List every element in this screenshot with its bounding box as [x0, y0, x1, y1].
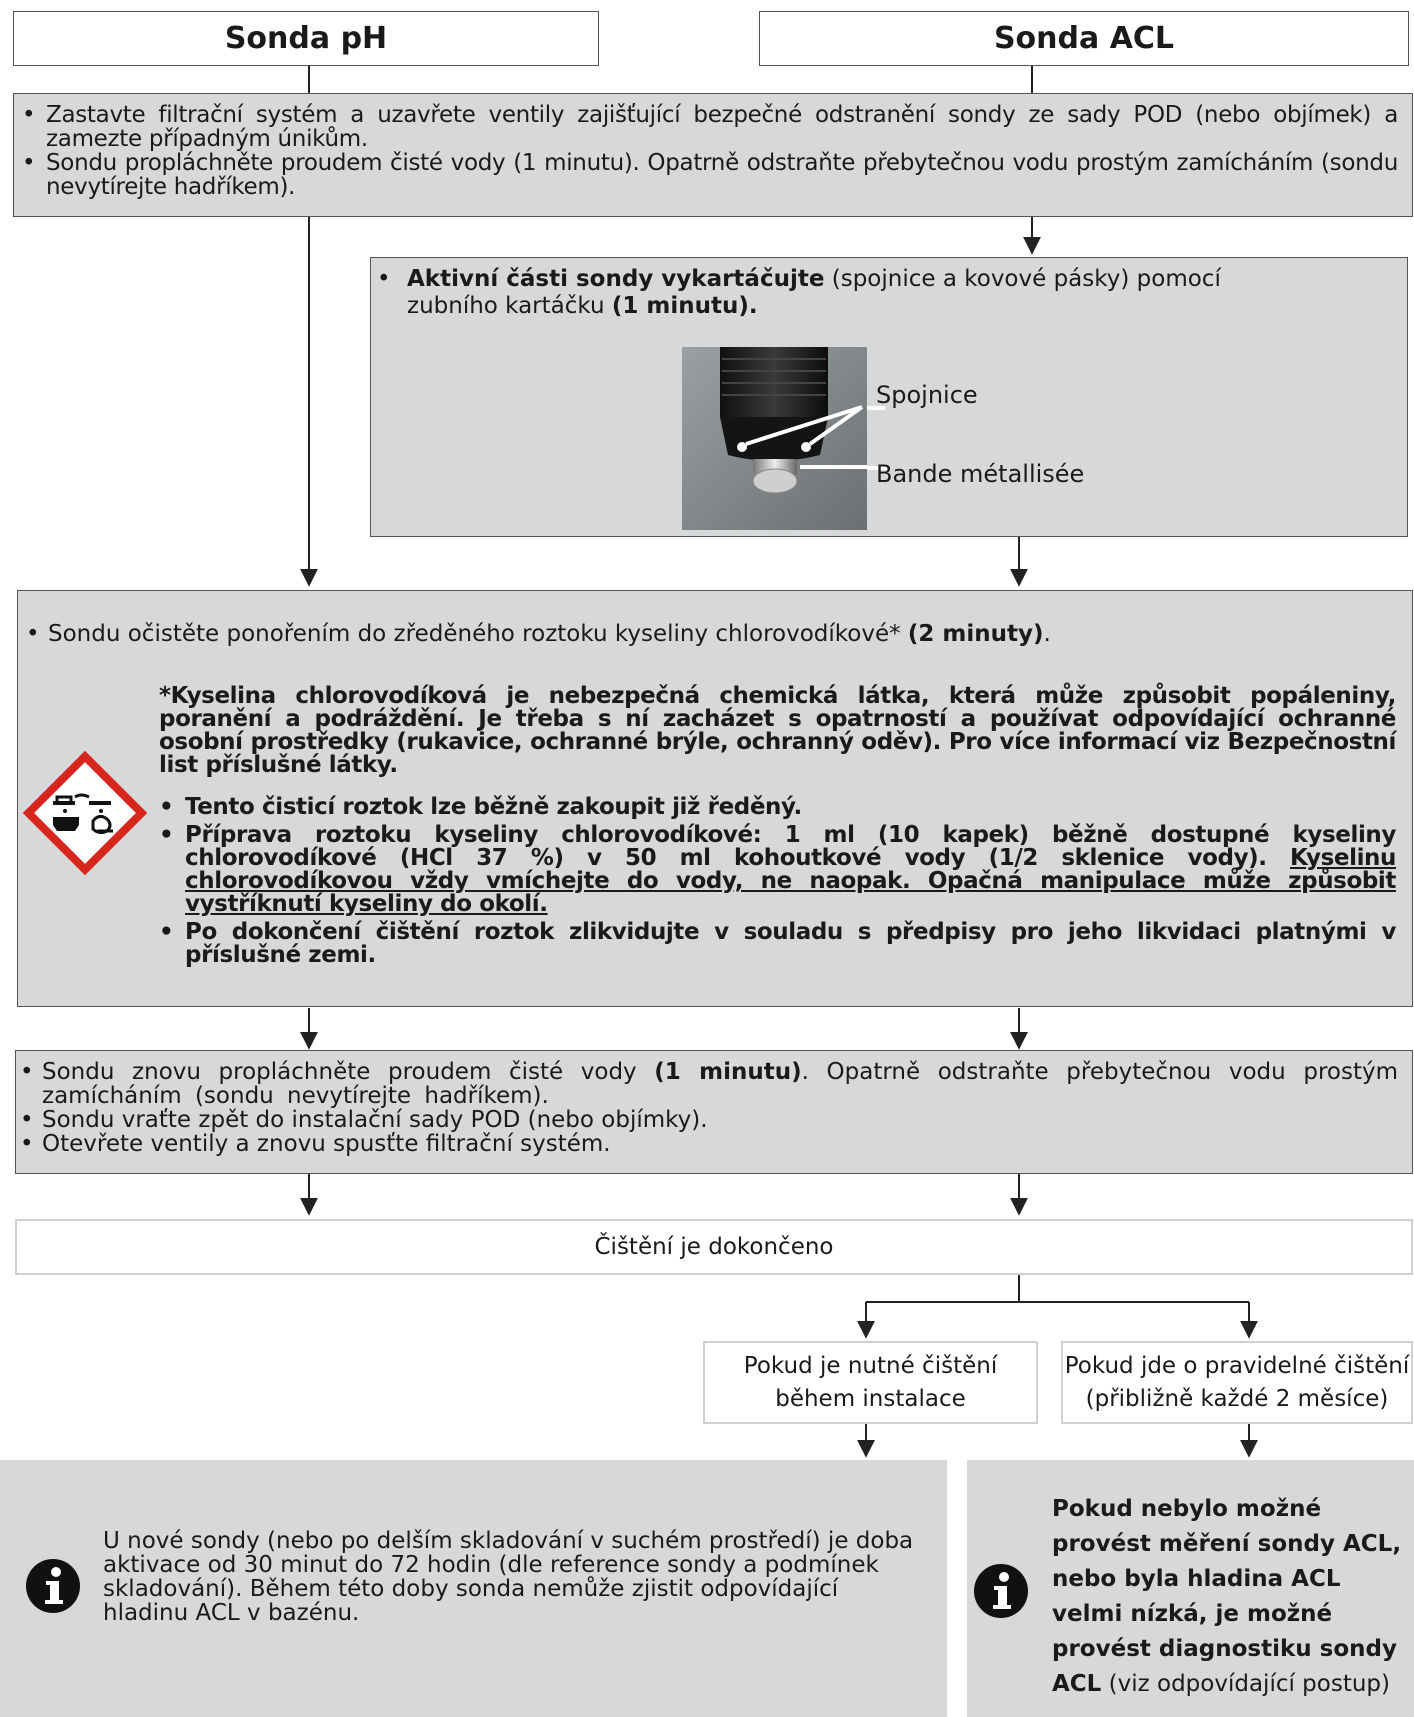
corrosive-hazard-icon	[23, 751, 147, 875]
info-icon	[26, 1559, 80, 1613]
info-icon	[974, 1564, 1028, 1618]
brush-bold-end: (1 minutu).	[611, 293, 758, 319]
brush-mid: (spojnice a kovové pásky) pomocí zubního…	[407, 266, 1221, 319]
info-new-probe-text: U nové sondy (nebo po delším skladování …	[103, 1528, 914, 1626]
step-rinse-and-restart: •Sondu znovu propláchněte proudem čisté …	[15, 1050, 1413, 1174]
list-item: •Sondu vraťte zpět do instalační sady PO…	[20, 1107, 708, 1133]
list-item: •Zastavte filtrační systém a uzavřete ve…	[22, 102, 1398, 152]
hcl-warning: *Kyselina chlorovodíková je nebezpečná c…	[159, 683, 1396, 778]
brush-bold-start: Aktivní části sondy vykartáčujte	[407, 266, 825, 292]
header-sonda-acl: Sonda ACL	[759, 11, 1409, 66]
step-brush-acl: • Aktivní části sondy vykartáčujte (spoj…	[370, 257, 1408, 537]
acid-intro: • Sondu očistěte ponořením do zředěného …	[26, 621, 1051, 647]
list-item: •Sondu znovu propláchněte proudem čisté …	[20, 1059, 1398, 1109]
info-diagnostics-text: Pokud nebylo možné provést měření sondy …	[1052, 1496, 1402, 1697]
list-item: •Sondu propláchněte proudem čisté vody (…	[22, 150, 1398, 200]
list-item: •Tento čisticí roztok lze běžně zakoupit…	[159, 794, 802, 820]
probe-photo	[682, 347, 867, 530]
label-spojnice: Spojnice	[876, 381, 978, 409]
list-item: •Po dokončení čištění roztok zlikvidujte…	[159, 919, 1396, 968]
step-acid-cleaning: • Sondu očistěte ponořením do zředěného …	[17, 590, 1413, 1007]
info-box-diagnostics: Pokud nebylo možné provést měření sondy …	[967, 1460, 1414, 1717]
list-item: •Otevřete ventily a znovu spusťte filtra…	[20, 1131, 611, 1157]
list-item: •Příprava roztoku kyseliny chlorovodíkov…	[159, 822, 1396, 917]
acid-bullets: •Tento čisticí roztok lze běžně zakoupit…	[159, 796, 1396, 967]
step-stop-and-rinse: •Zastavte filtrační systém a uzavřete ve…	[13, 93, 1413, 217]
cleaning-complete: Čištění je dokončeno	[15, 1219, 1413, 1275]
brush-instruction: • Aktivní části sondy vykartáčujte (spoj…	[377, 266, 1221, 319]
label-bande-metallisee: Bande métallisée	[876, 460, 1085, 488]
header-sonda-ph: Sonda pH	[13, 11, 599, 66]
branch-regular-cleaning: Pokud jde o pravidelné čištění(přibližně…	[1061, 1341, 1413, 1424]
info-box-new-probe: U nové sondy (nebo po delším skladování …	[0, 1460, 947, 1717]
